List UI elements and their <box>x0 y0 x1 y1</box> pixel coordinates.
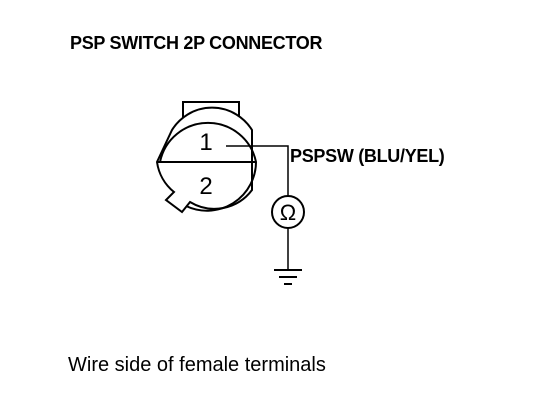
connector-outline <box>159 121 258 212</box>
ground-icon <box>274 269 302 285</box>
wire-label: PSPSW (BLU/YEL) <box>290 146 445 166</box>
terminal-2-label: 2 <box>199 173 212 200</box>
ohmmeter-icon: Ω <box>271 195 305 229</box>
caption: Wire side of female terminals <box>68 354 326 376</box>
probe-wire <box>226 145 289 196</box>
terminal-1-label: 1 <box>199 129 212 156</box>
diagram-title: PSP SWITCH 2P CONNECTOR <box>70 33 323 53</box>
ohm-symbol: Ω <box>280 200 296 225</box>
connector-body <box>155 106 253 214</box>
